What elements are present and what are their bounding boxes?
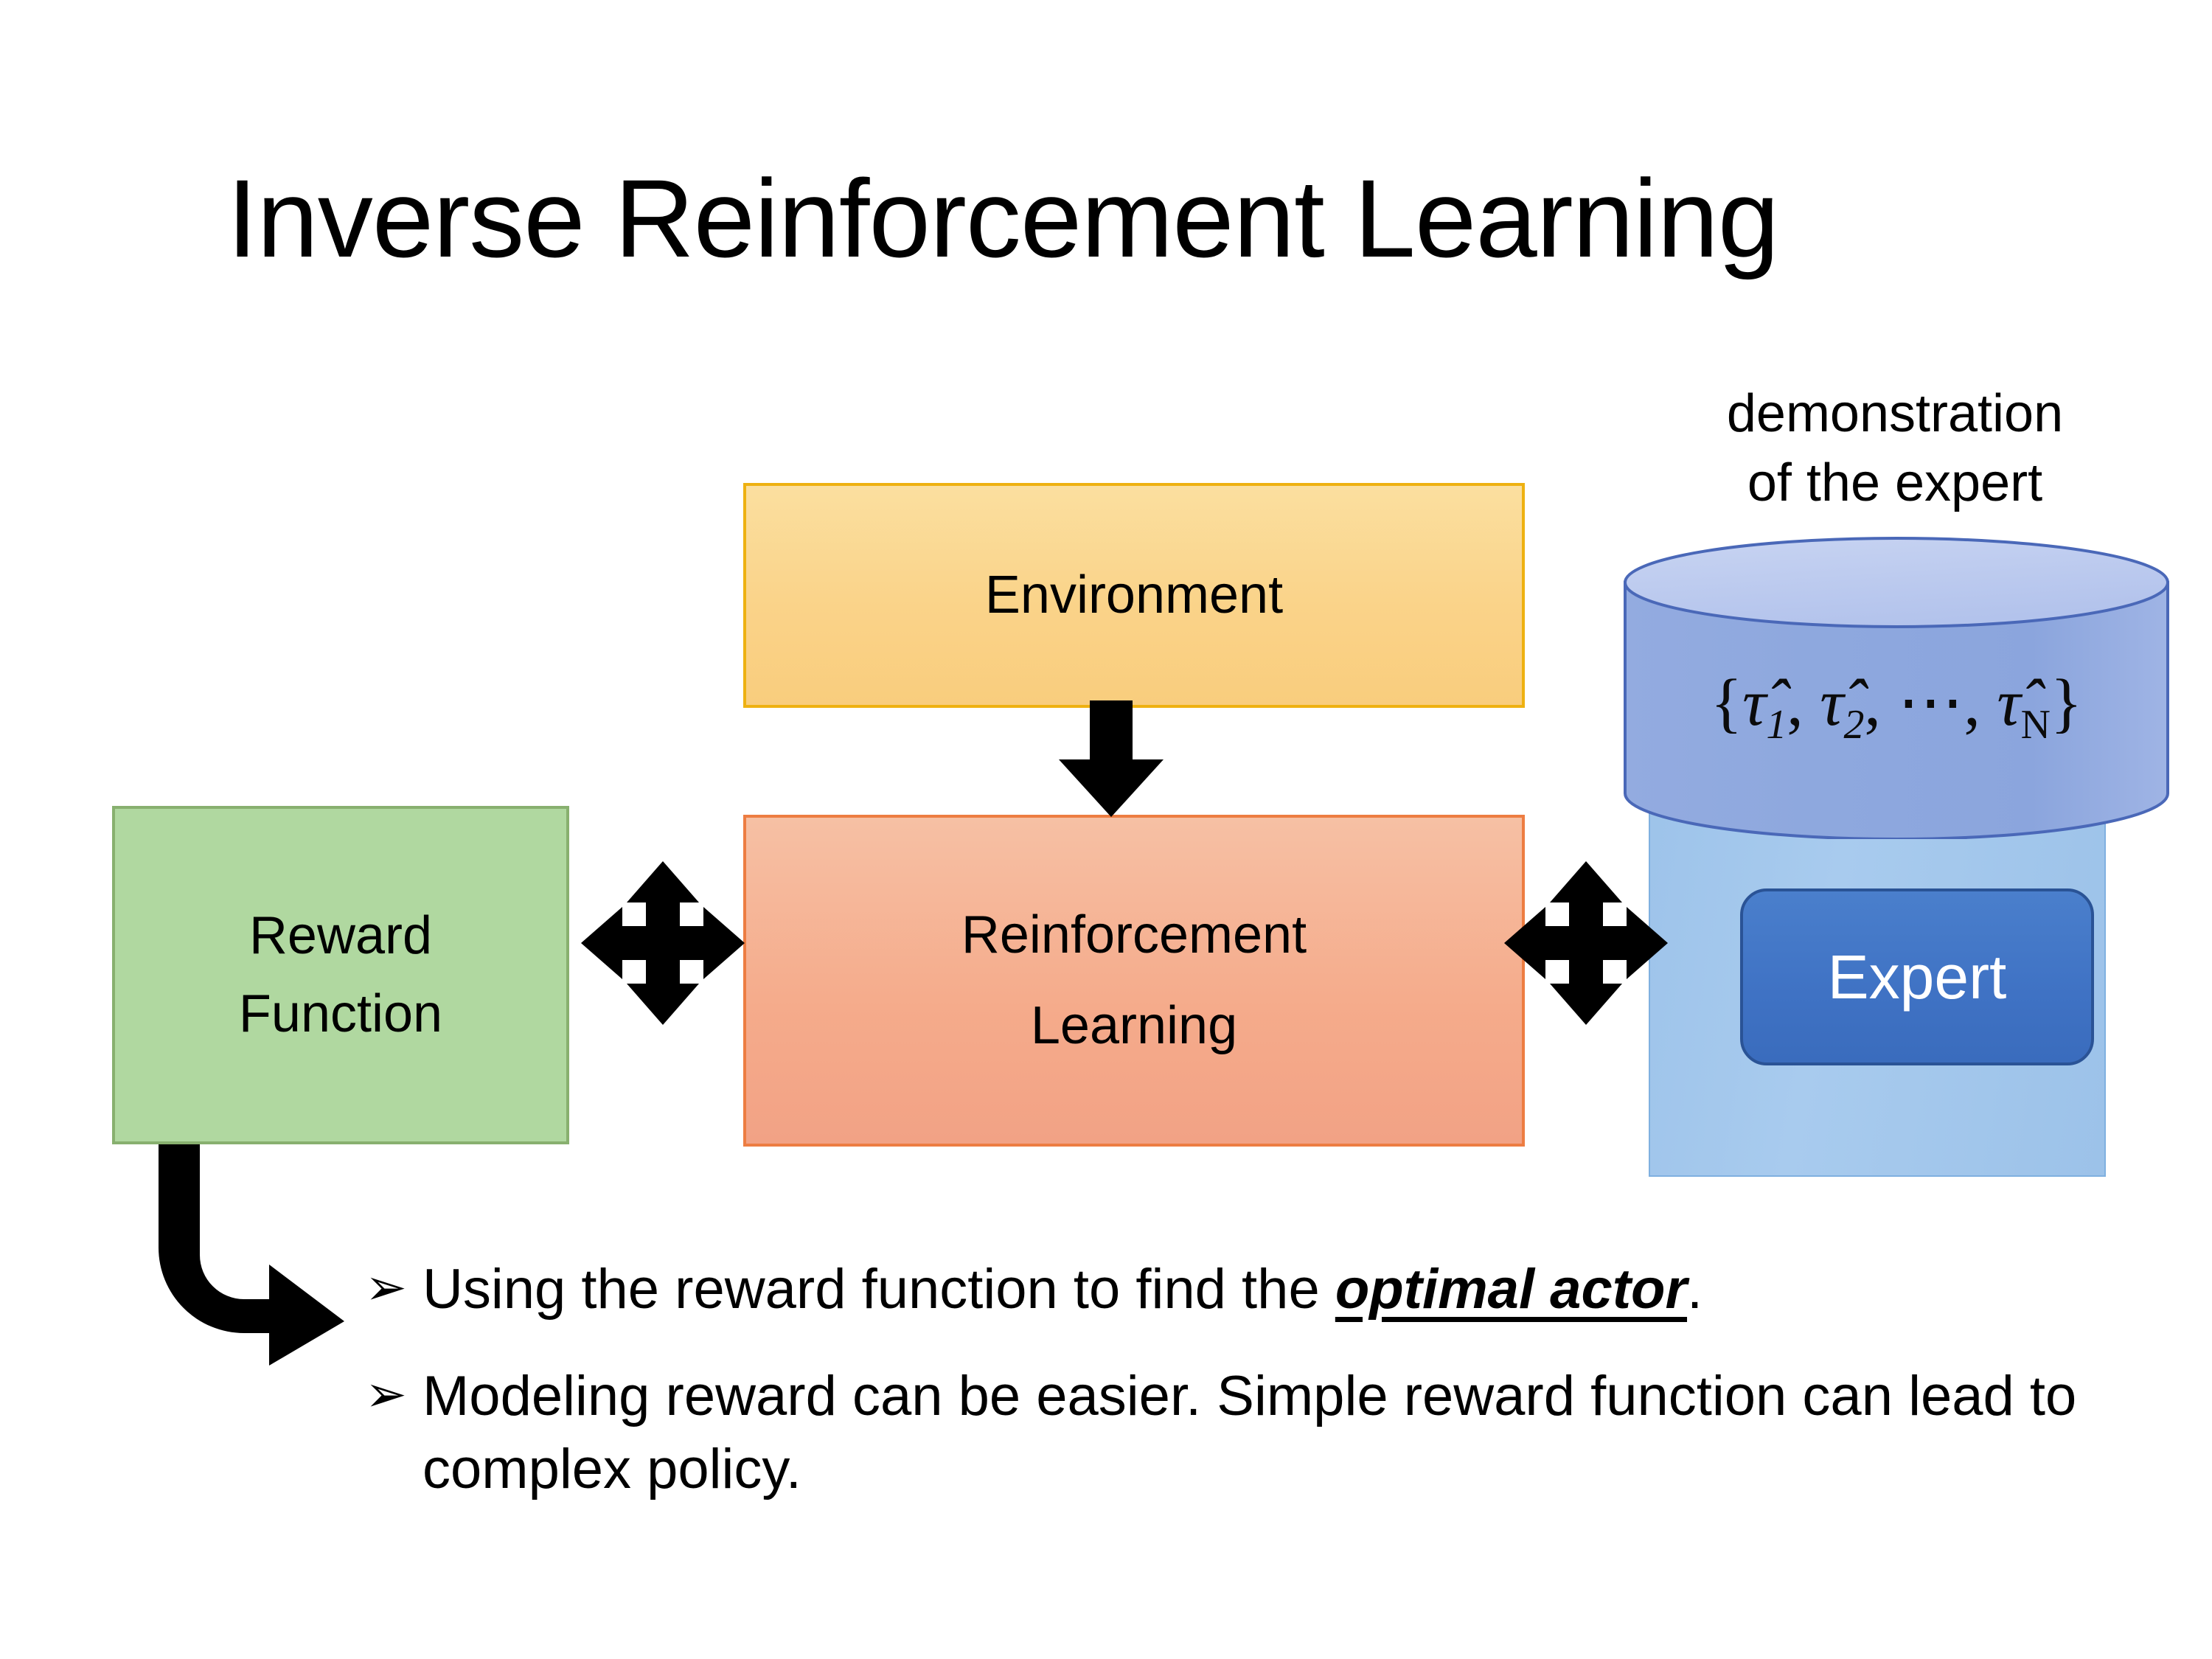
formula-tau-2: τ̂	[1820, 667, 1844, 740]
rl-box-line-gap	[961, 970, 1307, 991]
arrow-down-icon	[1059, 700, 1164, 817]
expert-box[interactable]: Expert	[1740, 888, 2094, 1065]
bullet-marker-icon: ➢	[365, 1259, 407, 1315]
rl-box-label-line2: Learning	[1030, 996, 1238, 1055]
formula-comma-3: ,	[1964, 667, 1997, 740]
formula-comma-1: ,	[1787, 667, 1820, 740]
list-item: ➢ Modeling reward can be easier. Simple …	[365, 1360, 2098, 1506]
reward-box-label-line1: Reward	[248, 906, 433, 966]
formula-tau-1: τ̂	[1742, 667, 1767, 740]
demonstration-formula: {τ̂1, τ̂2, ⋯, τ̂N}	[1624, 664, 2169, 748]
bullet-emphasis: optimal actor	[1335, 1258, 1688, 1321]
cylinder-shape	[1624, 537, 2169, 839]
bidirectional-arrow-rl-expert-icon	[1504, 861, 1668, 1025]
formula-subscript-n: N	[2020, 701, 2051, 748]
formula-open-brace: {	[1710, 667, 1743, 740]
formula-subscript-1: 1	[1766, 701, 1787, 748]
bullet-marker-icon: ➢	[365, 1366, 407, 1422]
rl-box-label-line1: Reinforcement	[961, 905, 1307, 964]
expert-box-label: Expert	[1827, 942, 2007, 1012]
reward-box-label-line2: Function	[238, 984, 443, 1043]
demonstration-caption: demonstration of the expert	[1644, 380, 2146, 518]
formula-comma-2: ,	[1864, 667, 1898, 740]
bullet-text-prefix: Using the reward function to find the	[422, 1258, 1335, 1321]
list-item: ➢ Using the reward function to find the …	[365, 1253, 2098, 1326]
formula-tau-n: τ̂	[1997, 667, 2021, 740]
demonstration-caption-line1: demonstration	[1726, 384, 2064, 443]
bullet-text: Modeling reward can be easier. Simple re…	[422, 1364, 2077, 1500]
reward-function-box[interactable]: Reward Function	[112, 806, 569, 1144]
environment-box-label: Environment	[984, 565, 1284, 625]
bullet-list: ➢ Using the reward function to find the …	[365, 1253, 2098, 1540]
reinforcement-learning-box[interactable]: Reinforcement Learning	[743, 815, 1525, 1147]
demonstration-caption-line2: of the expert	[1747, 453, 2043, 512]
bullet-text: Using the reward function to find the op…	[422, 1253, 2098, 1326]
formula-close-brace: }	[2050, 667, 2083, 740]
page-title: Inverse Reinforcement Learning	[226, 156, 1780, 280]
bent-elbow-arrow-icon	[159, 1144, 344, 1366]
demonstration-cylinder	[1624, 537, 2169, 839]
bullet-text-suffix: .	[1687, 1258, 1703, 1321]
formula-ellipsis: ⋯	[1897, 667, 1964, 740]
reward-box-line-gap	[239, 972, 442, 979]
bidirectional-arrow-reward-rl-icon	[581, 861, 745, 1025]
environment-box[interactable]: Environment	[743, 483, 1525, 708]
formula-subscript-2: 2	[1843, 701, 1865, 748]
